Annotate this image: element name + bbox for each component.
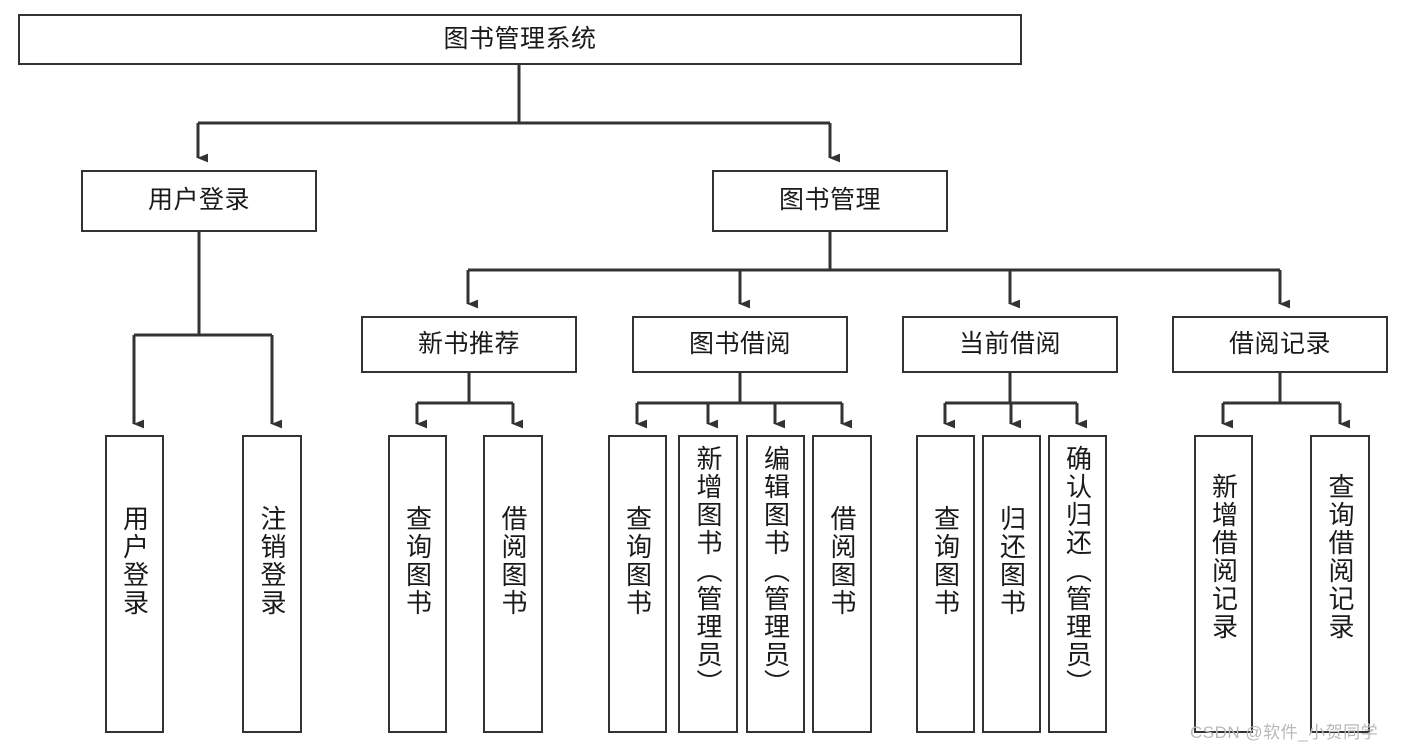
node-root-system[interactable]: 图书管理系统: [18, 14, 1022, 65]
node-user-login[interactable]: 用户登录: [81, 170, 317, 232]
node-label: 用户登录: [147, 186, 250, 215]
node-label: 图书管理: [778, 186, 881, 215]
leaf-return-book[interactable]: 归还图书: [982, 435, 1041, 733]
node-label: 查询图书: [930, 505, 961, 617]
node-label: 新增图书（管理员）: [693, 445, 723, 697]
node-label: 查询图书: [402, 505, 433, 617]
leaf-edit-book-admin[interactable]: 编辑图书（管理员）: [746, 435, 805, 733]
leaf-confirm-return-admin[interactable]: 确认归还（管理员）: [1048, 435, 1107, 733]
node-label: 归还图书: [996, 505, 1027, 617]
node-new-book-recommendation[interactable]: 新书推荐: [361, 316, 577, 373]
node-book-management[interactable]: 图书管理: [712, 170, 948, 232]
node-current-borrowing[interactable]: 当前借阅: [902, 316, 1118, 373]
node-label: 查询图书: [622, 505, 653, 617]
node-borrow-records[interactable]: 借阅记录: [1172, 316, 1388, 373]
leaf-logout[interactable]: 注销登录: [242, 435, 302, 733]
leaf-query-book-current[interactable]: 查询图书: [916, 435, 975, 733]
node-book-borrowing[interactable]: 图书借阅: [632, 316, 848, 373]
node-label: 借阅图书: [827, 505, 857, 617]
leaf-query-book-recommendation[interactable]: 查询图书: [388, 435, 447, 733]
csdn-watermark: CSDN @软件_小贺同学: [1190, 723, 1379, 742]
node-label: 新书推荐: [417, 329, 520, 358]
node-label: 借阅图书: [498, 505, 528, 617]
leaf-query-book-borrowing[interactable]: 查询图书: [608, 435, 667, 733]
node-label: 借阅记录: [1228, 329, 1331, 358]
node-label: 查询借阅记录: [1325, 473, 1355, 641]
leaf-add-book-admin[interactable]: 新增图书（管理员）: [678, 435, 738, 733]
leaf-query-borrow-record[interactable]: 查询借阅记录: [1310, 435, 1370, 733]
node-label: 用户登录: [119, 505, 150, 617]
node-label: 编辑图书（管理员）: [760, 445, 791, 697]
node-label: 当前借阅: [958, 329, 1061, 358]
leaf-borrow-book-borrowing[interactable]: 借阅图书: [812, 435, 872, 733]
leaf-add-borrow-record[interactable]: 新增借阅记录: [1194, 435, 1253, 733]
node-label: 新增借阅记录: [1208, 473, 1239, 641]
leaf-user-login[interactable]: 用户登录: [105, 435, 164, 733]
node-label: 图书借阅: [688, 329, 791, 358]
node-label: 注销登录: [257, 505, 287, 617]
node-label: 图书管理系统: [443, 24, 597, 53]
node-label: 确认归还（管理员）: [1062, 445, 1093, 697]
leaf-borrow-book-recommendation[interactable]: 借阅图书: [483, 435, 543, 733]
